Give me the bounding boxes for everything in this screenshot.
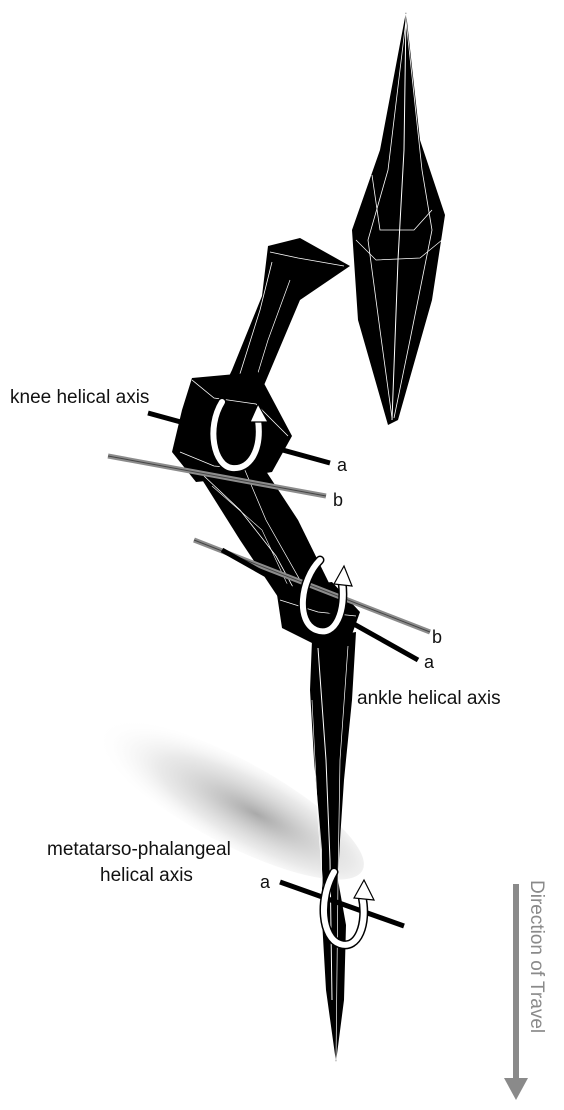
ankle-axis-a-label: a [424, 652, 435, 672]
direction-of-travel-label: Direction of Travel [526, 880, 547, 1033]
knee-axis-b-label: b [333, 490, 343, 510]
mtp-axis-a-label: a [260, 872, 271, 892]
knee-axis-a-label: a [337, 455, 348, 475]
knee-axis-label: knee helical axis [10, 387, 149, 408]
mtp-axis-label-line1: metatarso-phalangeal [47, 839, 231, 860]
ankle-axis-label: ankle helical axis [357, 688, 501, 709]
mtp-axis-label-line2: helical axis [100, 865, 193, 886]
upper-segment [352, 12, 445, 425]
ankle-axis-b-label: b [432, 627, 442, 647]
direction-arrow [504, 884, 528, 1100]
